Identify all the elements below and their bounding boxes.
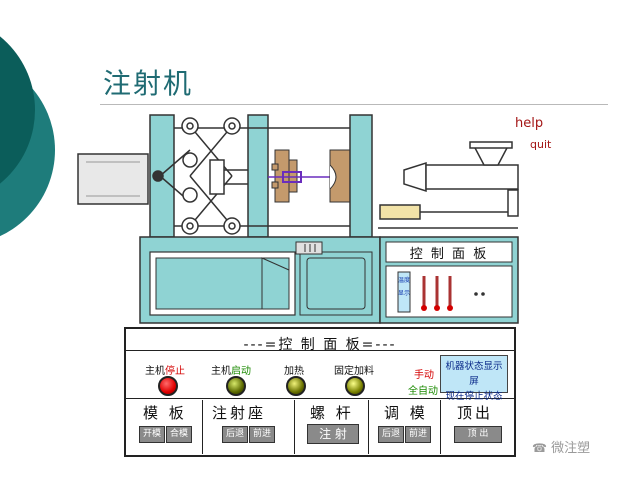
lamp-label-start: 主机启动	[211, 366, 251, 377]
status-line-1: 机器状态显示屏	[445, 361, 503, 387]
seat-back-button[interactable]: 后退	[222, 426, 248, 443]
inject-button[interactable]: 注 射	[307, 424, 359, 444]
status-line-2: 现在停止状态	[445, 391, 503, 402]
adjust-forward-button[interactable]: 前进	[405, 426, 431, 443]
temp-label-bottom: 显示	[398, 290, 410, 297]
feed-lamp[interactable]	[345, 376, 365, 396]
lamp-label-stop: 主机停止	[145, 366, 185, 377]
mold-open-button[interactable]: 开模	[139, 426, 165, 443]
category-eject: 顶出	[457, 404, 494, 422]
lamp-label-feed: 固定加料	[334, 366, 374, 377]
adjust-back-button[interactable]: 后退	[378, 426, 404, 443]
mold-close-button[interactable]: 合模	[166, 426, 192, 443]
panel-separator	[294, 400, 295, 454]
category-injection-seat: 注射座	[212, 404, 267, 422]
watermark-text: 微注塑	[551, 441, 591, 456]
panel-separator	[202, 400, 203, 454]
injection-unit	[378, 141, 519, 229]
decor-circle-dark	[0, 36, 35, 184]
stop-lamp[interactable]	[158, 376, 178, 396]
stationary-platen	[349, 114, 373, 238]
category-mold-adjust: 调 模	[384, 404, 428, 422]
quit-link[interactable]: quit	[530, 138, 552, 151]
heat-lamp[interactable]	[286, 376, 306, 396]
seat-forward-button[interactable]: 前进	[249, 426, 275, 443]
control-cabinet	[379, 236, 519, 324]
temp-label-top: 温度	[398, 276, 410, 284]
panel-separator	[368, 400, 369, 454]
panel-divider-mid	[126, 398, 514, 399]
toggle-linkage	[152, 117, 248, 235]
mold-halves	[268, 149, 351, 203]
watermark: ☎ 微注塑	[532, 437, 590, 456]
lamp-label-heat: 加热	[284, 366, 304, 377]
category-screw: 螺 杆	[310, 404, 354, 422]
panel-divider-top	[126, 350, 514, 351]
wechat-icon: ☎	[532, 441, 547, 455]
machine-base	[139, 236, 381, 324]
mode-manual[interactable]: 手动	[414, 370, 434, 381]
help-link[interactable]: help	[515, 116, 544, 131]
machine-status-display: 机器状态显示屏 现在停止状态	[440, 355, 508, 402]
mode-auto[interactable]: 全自动	[408, 386, 438, 397]
start-lamp[interactable]	[226, 376, 246, 396]
moving-platen	[247, 114, 269, 238]
title-divider	[100, 104, 608, 105]
cabinet-panel-header: 控 制 面 板	[410, 247, 488, 262]
page-title: 注射机	[103, 67, 194, 100]
category-mold: 模 板	[143, 404, 187, 422]
control-panel-title: ---=控 制 面 板=---	[243, 337, 397, 353]
panel-separator	[440, 400, 441, 454]
eject-button[interactable]: 顶 出	[454, 426, 502, 443]
